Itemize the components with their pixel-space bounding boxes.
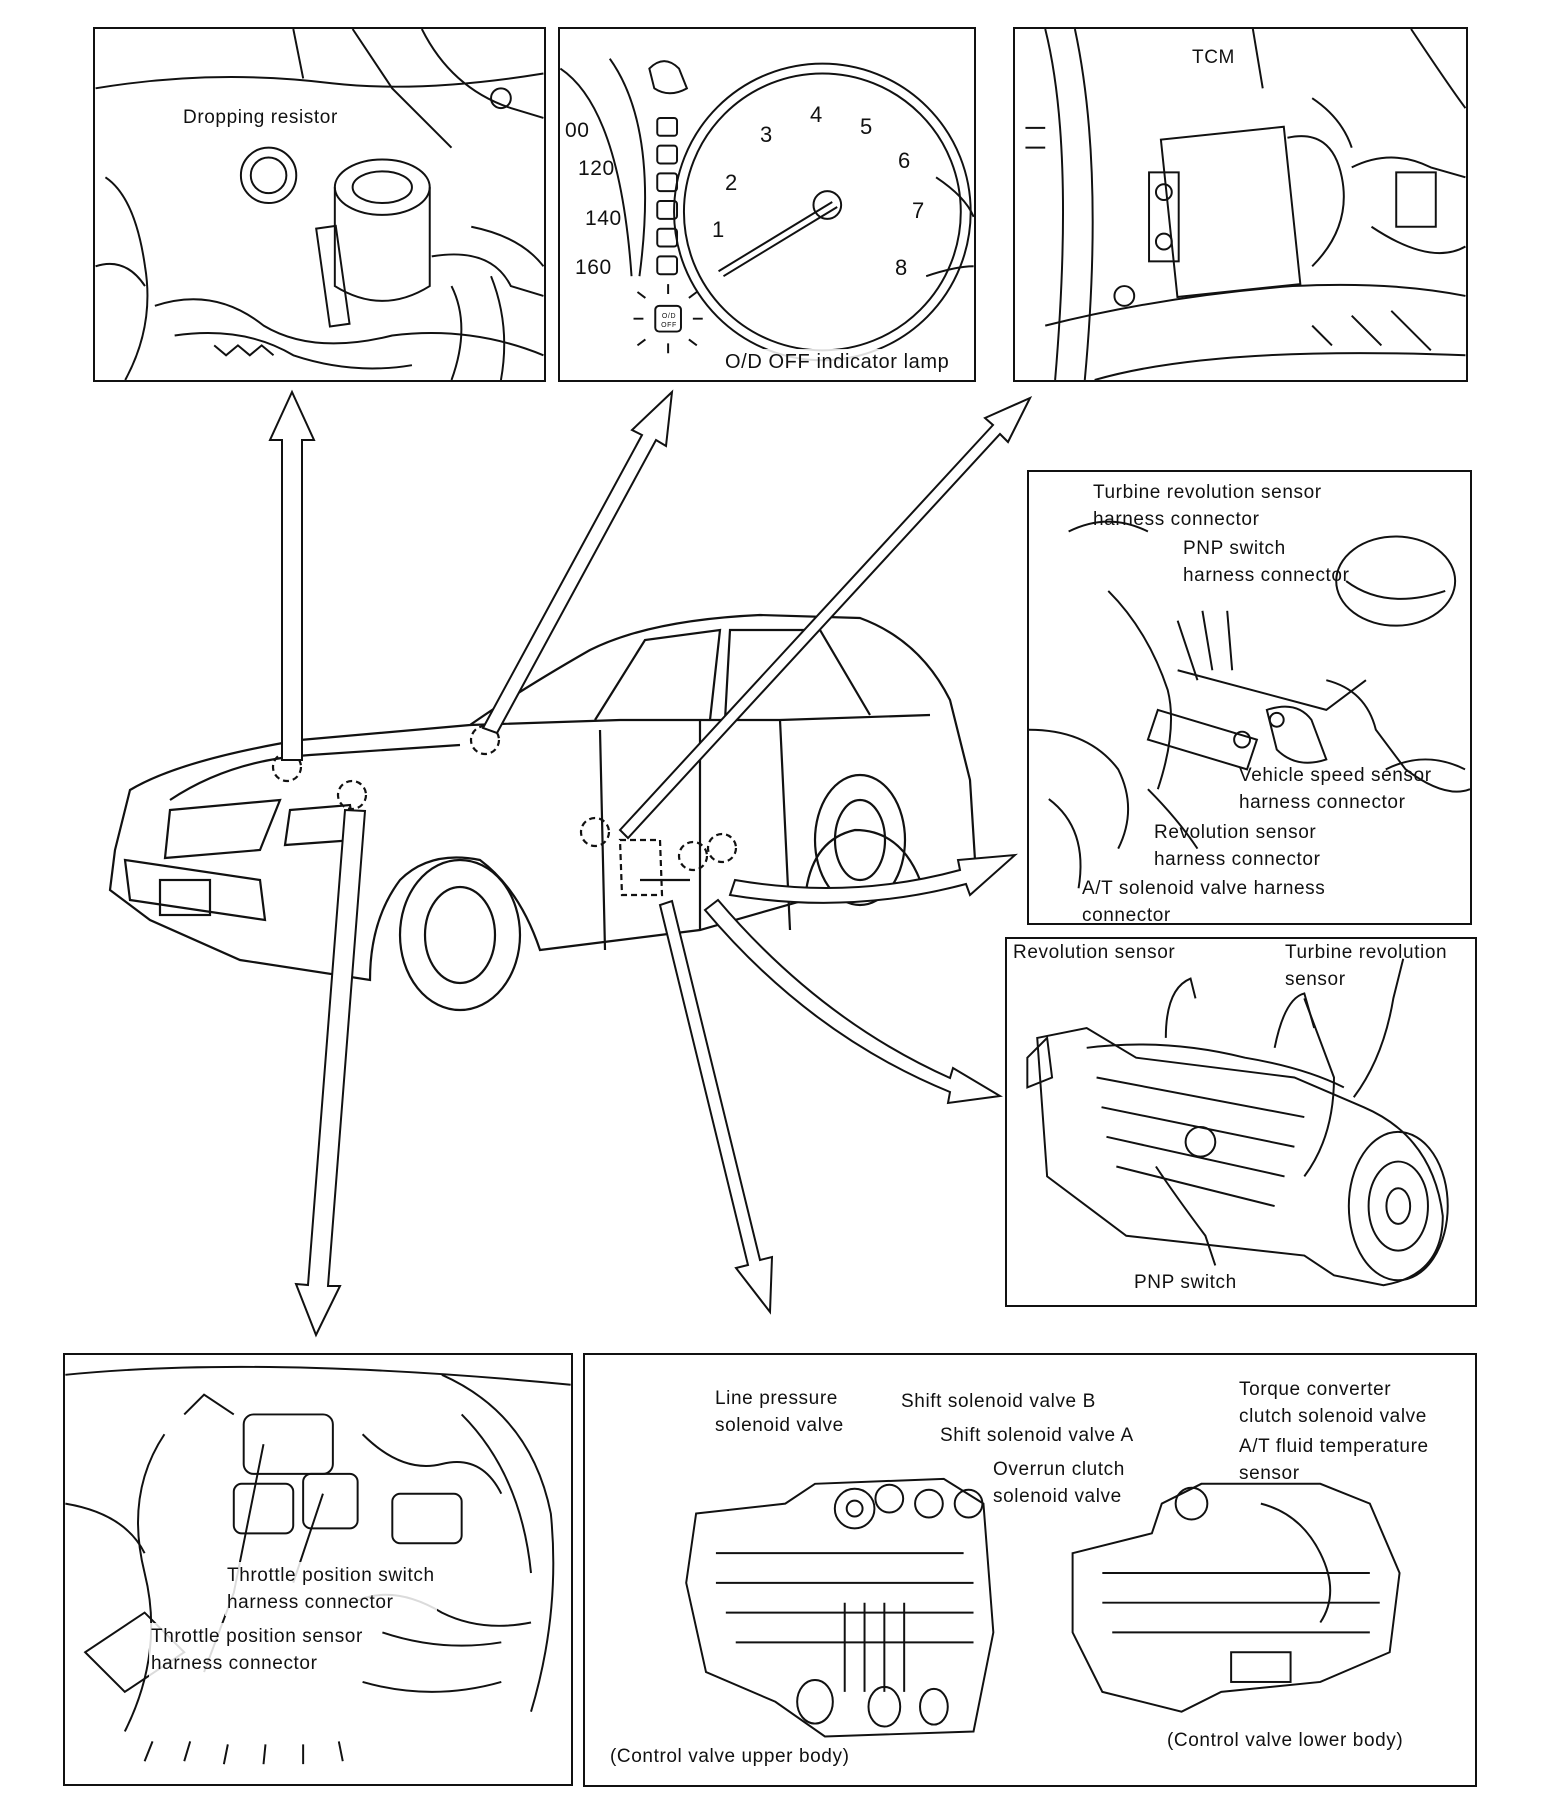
pnp-switch-connector-label: PNP switch harness connector — [1183, 538, 1350, 586]
od-off-lamp-glyph: O/D OFF — [661, 313, 677, 329]
location-markers — [271, 724, 738, 897]
speed-tick-1: 00 — [565, 119, 590, 142]
od-off-indicator-label: O/D OFF indicator lamp — [723, 349, 952, 376]
tach-tick-2: 2 — [725, 170, 738, 195]
tach-tick-8: 8 — [895, 255, 908, 280]
panel-throttle: Throttle position switch harness connect… — [63, 1353, 573, 1786]
revolution-sensor-label: Revolution sensor — [1013, 942, 1176, 963]
tach-tick-4: 4 — [810, 102, 823, 127]
panel-tcm: TCM — [1013, 27, 1468, 382]
lower-body-label: (Control valve lower body) — [1167, 1730, 1404, 1751]
tach-tick-5: 5 — [860, 114, 873, 139]
dropping-resistor-label: Dropping resistor — [181, 104, 340, 131]
line-pressure-label: Line pressure solenoid valve — [715, 1388, 844, 1436]
turbine-sensor-label: Turbine revolution sensor — [1285, 942, 1448, 990]
pnp-switch-label: PNP switch — [1132, 1269, 1239, 1296]
overrun-clutch-label: Overrun clutch solenoid valve — [993, 1459, 1125, 1507]
throttle-switch-connector-label: Throttle position switch harness connect… — [225, 1562, 437, 1616]
panel-instrument-cluster: 00 120 140 160 1 2 3 4 5 6 7 8 O/D OFF O… — [558, 27, 976, 382]
panel-transmission: Revolution sensor Turbine revolution sen… — [1005, 937, 1477, 1307]
turbine-sensor-connector-label: Turbine revolution sensor harness connec… — [1093, 482, 1322, 530]
panel-dropping-resistor: Dropping resistor — [93, 27, 546, 382]
vehicle-speed-connector-label: Vehicle speed sensor harness connector — [1239, 765, 1432, 813]
speed-tick-2: 120 — [578, 157, 615, 180]
tcm-illustration — [1025, 29, 1466, 380]
tach-tick-7: 7 — [912, 198, 925, 223]
shift-solenoid-a-label: Shift solenoid valve A — [940, 1425, 1134, 1446]
control-valve-illustration — [685, 1477, 1401, 1738]
fluid-temperature-label: A/T fluid temperature sensor — [1239, 1436, 1429, 1484]
shift-solenoid-b-label: Shift solenoid valve B — [901, 1391, 1096, 1412]
arrows — [268, 389, 1033, 1338]
speed-tick-3: 140 — [585, 207, 622, 230]
torque-converter-label: Torque converter clutch solenoid valve — [1239, 1379, 1427, 1427]
panel-control-valve: Line pressure solenoid valve Shift solen… — [583, 1353, 1477, 1787]
upper-body-label: (Control valve upper body) — [610, 1746, 850, 1767]
tcm-label: TCM — [1190, 44, 1237, 71]
throttle-sensor-connector-label: Throttle position sensor harness connect… — [149, 1623, 365, 1677]
revolution-sensor-connector-label: Revolution sensor harness connector — [1154, 822, 1321, 870]
transmission-connectors-illustration — [1029, 520, 1470, 889]
tach-tick-6: 6 — [898, 148, 911, 173]
car-illustration — [108, 613, 977, 1012]
speed-tick-4: 160 — [575, 256, 612, 279]
dropping-resistor-illustration — [95, 29, 544, 380]
panel-transmission-connectors: Turbine revolution sensor harness connec… — [1027, 470, 1472, 925]
tach-tick-3: 3 — [760, 122, 773, 147]
solenoid-valve-connector-label: A/T solenoid valve harness connector — [1082, 878, 1326, 925]
transmission-illustration — [1026, 958, 1449, 1287]
tach-tick-1: 1 — [712, 217, 725, 242]
